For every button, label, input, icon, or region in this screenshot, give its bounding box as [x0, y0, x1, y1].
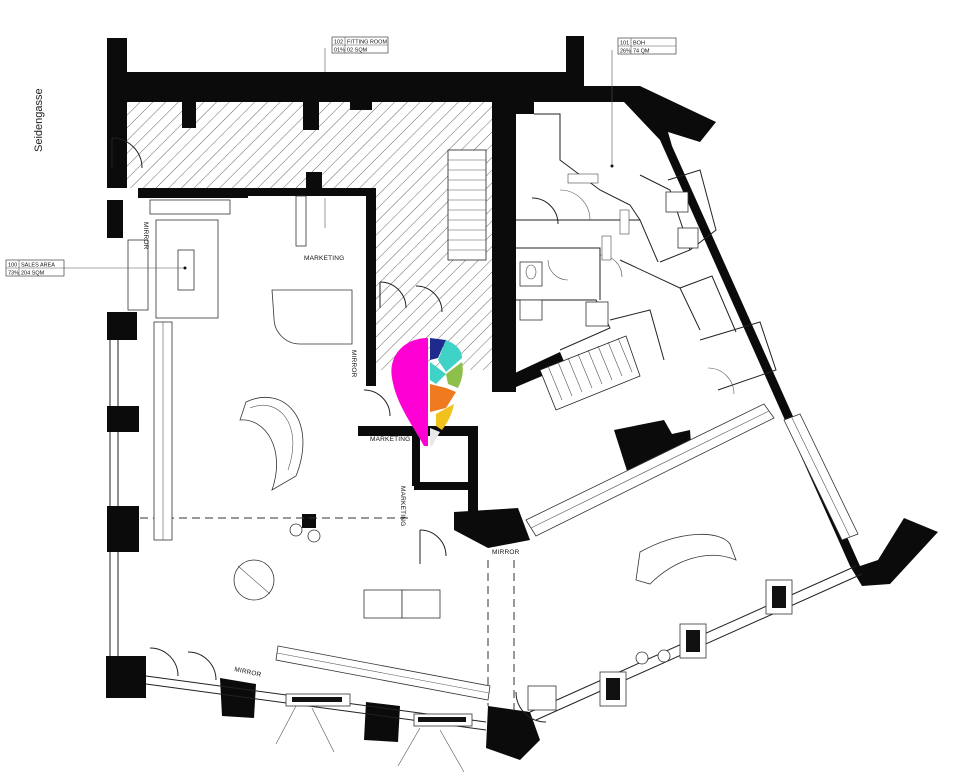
fitting-room-name: FITTING ROOM: [347, 40, 387, 46]
marketing-label-1: MARKETING: [304, 255, 344, 262]
sales-area-area: 204 SQM: [21, 271, 45, 277]
street-name: Seidengasse: [33, 88, 45, 152]
boh-area: 74 QM: [633, 49, 650, 55]
boh-share: 26%: [620, 49, 631, 55]
boh-number: 101: [620, 41, 629, 47]
room-tag-sales-area: 100 SALES AREA 73% 204 SQM: [5, 259, 65, 277]
boh-small-tags: [567, 173, 630, 261]
staircase-upper: [447, 149, 487, 261]
fitting-room-area: 02 SQM: [347, 48, 368, 54]
marketing-label-3: MARKETING: [399, 486, 406, 526]
mirror-label-3: MIRROR: [492, 549, 520, 556]
boh-name: BOH: [633, 41, 645, 47]
doors: [111, 137, 559, 723]
zone-lines: [140, 517, 515, 712]
mirror-label-4: MIRROR: [234, 666, 263, 679]
marketing-label-2: MARKETING: [370, 436, 410, 443]
sales-area-name: SALES AREA: [21, 263, 55, 269]
brand-logo-icon: [391, 338, 463, 446]
staircase-lower: [539, 335, 641, 411]
sales-area-number: 100: [8, 263, 17, 269]
furniture: [127, 195, 859, 727]
sales-area-share: 73%: [8, 271, 19, 277]
leader-lines: [52, 48, 614, 270]
mirror-label-1: MIRROR: [142, 222, 149, 250]
room-tag-boh: 101 BOH 26% 74 QM: [617, 37, 677, 55]
room-tag-fitting-room: 102 FITTING ROOM 01% 02 SQM: [331, 36, 389, 54]
entrance-lines: [275, 705, 465, 773]
boh-partitions: [516, 113, 777, 395]
walls: [106, 36, 938, 760]
fitting-room-share: 01%: [334, 48, 345, 54]
fitting-room-number: 102: [334, 40, 343, 46]
mirror-label-2: MIRROR: [350, 350, 357, 378]
